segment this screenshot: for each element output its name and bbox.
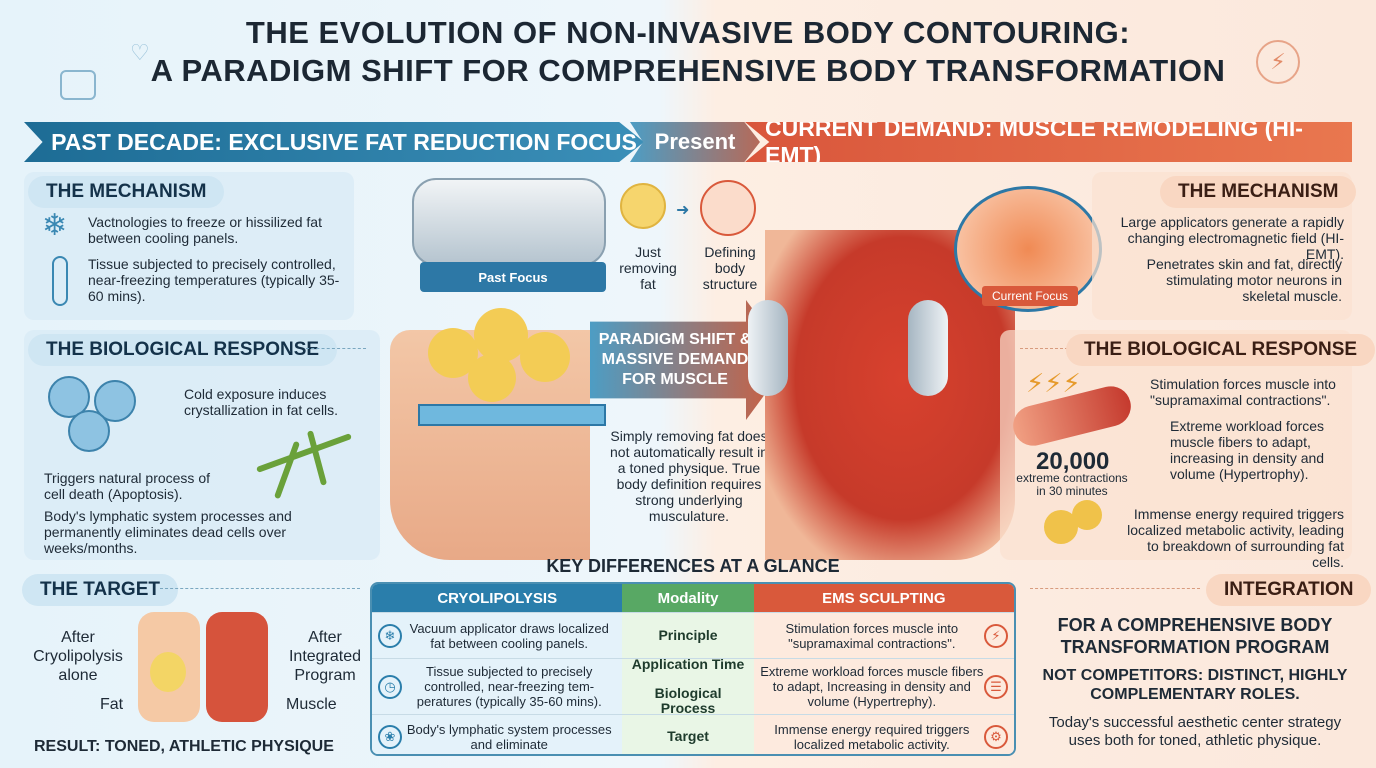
row3-right: Immense energy required triggers localiz… — [774, 721, 970, 752]
table-cell: ❀Body's lymphatic system processes and e… — [372, 715, 623, 754]
row1-right: Stimulation forces muscle into "supramax… — [785, 620, 959, 651]
table-cell: ◷ Tissue subjected to precisely controlle… — [372, 659, 623, 714]
banner-current-label: CURRENT DEMAND: MUSCLE REMODELING (HI-EM… — [765, 115, 1303, 168]
table-cell: Target — [622, 715, 754, 754]
row1-left: Vacuum applicator draws localized fat be… — [409, 620, 609, 651]
table-header-row: CRYOLIPOLYSIS Modality EMS SCULPTING — [372, 584, 1014, 612]
table-heading: KEY DIFFERENCES AT A GLANCE — [546, 556, 840, 576]
current-focus-tag: Current Focus — [982, 286, 1078, 306]
clock-icon: ◷ — [378, 674, 402, 699]
banner-past-label: PAST DECADE: EXCLUSIVE FAT REDUCTION FOC… — [51, 128, 637, 155]
heart-icon: ♡ — [130, 40, 150, 65]
banner-current: CURRENT DEMAND: MUSCLE REMODELING (HI-EM… — [745, 122, 1352, 162]
left-mechanism-item1: Vactnologies to freeze or hissilized fat… — [88, 214, 322, 246]
lymphatic-icon — [244, 420, 364, 500]
left-target-heading: THE TARGET — [22, 574, 178, 606]
lymphatic-icon: ❀ — [378, 724, 402, 749]
banner-present-label: Present — [654, 129, 736, 154]
row3-mid: Target — [667, 728, 709, 744]
medical-kit-icon — [60, 70, 96, 100]
right-bio-item3: Immense energy required triggers localiz… — [1127, 506, 1344, 570]
header-modality: Modality — [622, 584, 754, 612]
just-removing-label: Just removing fat — [619, 244, 677, 292]
row3-left: Body's lymphatic system processes and el… — [406, 721, 612, 752]
metabolism-icon: ⚙ — [984, 724, 1008, 749]
cooling-panel — [418, 404, 606, 426]
comparison-table: CRYOLIPOLYSIS Modality EMS SCULPTING ❄ Va… — [370, 582, 1016, 756]
muscle-icon: ☰ — [984, 674, 1008, 699]
left-bio-item3: Body's lymphatic system processes and pe… — [44, 508, 292, 556]
page-title: THE EVOLUTION OF NON-INVASIVE BODY CONTO… — [0, 14, 1376, 90]
integration-heading: INTEGRATION — [1206, 574, 1372, 606]
integration-line2: NOT COMPETITORS: DISTINCT, HIGHLY COMPLE… — [1042, 667, 1348, 703]
right-mechanism-item1: Large applicators generate a rapidly cha… — [1120, 214, 1344, 262]
table-cell: Extreme workload forces muscle fibers to… — [753, 659, 1014, 714]
divider — [1020, 348, 1068, 349]
table-cell: ❄ Vacuum applicator draws localized fat b… — [372, 613, 623, 658]
arrow-right-icon: ➜ — [676, 202, 690, 219]
left-bio-item1: Cold exposure induces crystallization in… — [184, 386, 339, 418]
title-line2: A PARADIGM SHIFT FOR COMPREHENSIVE BODY … — [150, 53, 1226, 88]
lightning-icon: ⚡ — [984, 623, 1008, 648]
table-row: ◷ Tissue subjected to precisely controlle… — [372, 656, 1014, 716]
defining-label: Defining body structure — [702, 244, 758, 292]
left-mechanism-heading: THE MECHANISM — [28, 176, 225, 208]
thermometer-icon — [52, 256, 68, 306]
table-cell: Immense energy required triggers localiz… — [753, 715, 1014, 754]
past-focus-tag: Past Focus — [420, 262, 606, 292]
after-cryo-label: After Cryolipolysis alone — [33, 629, 123, 684]
integration-line3: Today's successful aesthetic center stra… — [1048, 714, 1342, 749]
cryo-applicator — [412, 178, 606, 266]
row2-mid: Application Time — [631, 656, 745, 672]
snowflake-icon: ❄ — [42, 209, 68, 242]
fat-breakdown-icon — [1044, 500, 1108, 550]
lightning-icon: ⚡ — [1256, 40, 1300, 84]
fat-cells-icon — [48, 376, 158, 452]
fat-cells-small-icon — [620, 183, 666, 229]
fat-cluster-illustration — [428, 308, 578, 404]
left-mechanism-item2: Tissue subjected to precisely controlled… — [88, 256, 340, 304]
contraction-count-label: extreme contractions in 30 minutes — [1016, 471, 1128, 498]
after-integrated-label: After Integrated Program — [288, 629, 362, 684]
torso-cryo-illustration — [138, 612, 200, 722]
torso-integrated-illustration — [206, 612, 268, 722]
table-row: ❄ Vacuum applicator draws localized fat b… — [372, 612, 1014, 658]
fat-label: Fat — [100, 696, 124, 713]
header-cryolipolysis: CRYOLIPOLYSIS — [372, 584, 623, 612]
paradigm-shift-label: PARADIGM SHIFT & MASSIVE DEMAND FOR MUSC… — [598, 331, 752, 388]
integration-line1: FOR A COMPREHENSIVE BODY TRANSFORMATION … — [1057, 615, 1333, 657]
left-bio-item2: Triggers natural process of cell death (… — [44, 470, 210, 502]
row2-right: Extreme workload forces muscle fibers to… — [760, 664, 984, 709]
divider — [160, 588, 360, 589]
right-bio-heading: THE BIOLOGICAL RESPONSE — [1066, 334, 1376, 366]
muscle-label: Muscle — [286, 696, 337, 713]
divider — [1030, 588, 1200, 589]
banner-past: PAST DECADE: EXCLUSIVE FAT REDUCTION FOC… — [24, 122, 644, 162]
snowflake-icon: ❄ — [378, 623, 402, 648]
table-row: ❀Body's lymphatic system processes and e… — [372, 714, 1014, 754]
hiemt-applicator-right — [908, 300, 948, 396]
defined-torso-icon — [700, 180, 756, 236]
contraction-count: 20,000 — [1036, 448, 1110, 475]
title-line1: THE EVOLUTION OF NON-INVASIVE BODY CONTO… — [245, 15, 1131, 50]
right-mechanism-item2: Penetrates skin and fat, directly stimul… — [1146, 256, 1342, 304]
hiemt-applicator-left — [748, 300, 788, 396]
table-cell: Stimulation forces muscle into "supramax… — [753, 613, 1014, 658]
header-ems: EMS SCULPTING — [753, 584, 1014, 612]
banner-present: Present — [630, 122, 760, 162]
left-bio-heading: THE BIOLOGICAL RESPONSE — [28, 334, 338, 366]
right-mechanism-heading: THE MECHANISM — [1160, 176, 1357, 208]
row1-mid: Principle — [658, 627, 718, 643]
row2-mid2: Biological Process — [654, 685, 722, 716]
right-bio-item2: Extreme workload forces muscle fibers to… — [1170, 418, 1325, 482]
row2-left: Tissue subjected to precisely controlled… — [416, 664, 602, 709]
table-cell: Principle — [622, 613, 754, 658]
divider — [306, 348, 366, 349]
lightning-bolt-icon: ⚡⚡⚡ — [1026, 368, 1081, 398]
center-note: Simply removing fat does not automatical… — [610, 428, 768, 524]
right-bio-item1: Stimulation forces muscle into "supramax… — [1150, 376, 1336, 408]
result-label: RESULT: TONED, ATHLETIC PHYSIQUE — [34, 738, 334, 755]
